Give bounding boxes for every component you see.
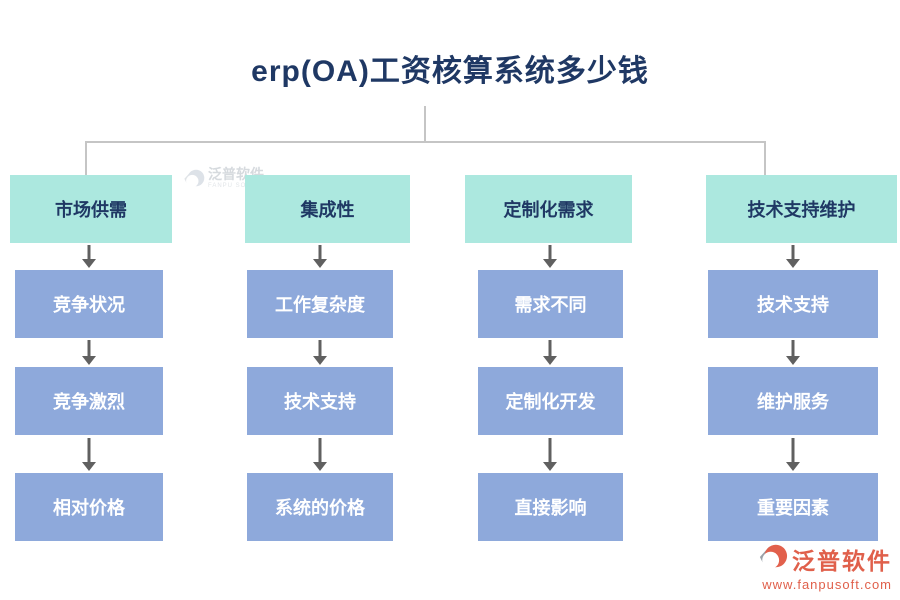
flow-arrow-icon <box>543 245 557 268</box>
node-item: 技术支持 <box>708 270 878 338</box>
node-item: 定制化开发 <box>478 367 623 435</box>
flow-arrow-icon <box>82 340 96 365</box>
flow-arrow-icon <box>82 245 96 268</box>
flow-arrow-icon <box>313 438 327 471</box>
flow-arrow-icon <box>543 438 557 471</box>
watermark-subtext: FANPU SOFTWARE <box>208 183 278 189</box>
node-item: 相对价格 <box>15 473 163 541</box>
flow-arrow-icon <box>82 438 96 471</box>
connector-line <box>85 142 87 175</box>
node-header-tech-support: 技术支持维护 <box>706 175 897 243</box>
connector-line <box>85 141 766 143</box>
footer-brand: 泛普软件 www.fanpusoft.com <box>758 541 892 592</box>
node-item: 需求不同 <box>478 270 623 338</box>
page-title: erp(OA)工资核算系统多少钱 <box>251 55 649 88</box>
footer-brand-url: www.fanpusoft.com <box>762 577 892 592</box>
connector-line <box>764 142 766 175</box>
node-item: 竞争激烈 <box>15 367 163 435</box>
flow-arrow-icon <box>543 340 557 365</box>
node-header-integration: 集成性 <box>245 175 410 243</box>
node-item: 重要因素 <box>708 473 878 541</box>
footer-brand-name: 泛普软件 <box>792 547 892 574</box>
watermark-logo-icon <box>183 167 205 194</box>
node-item: 维护服务 <box>708 367 878 435</box>
node-item: 系统的价格 <box>247 473 393 541</box>
footer-logo-icon <box>758 541 788 576</box>
flow-arrow-icon <box>786 340 800 365</box>
flow-arrow-icon <box>786 245 800 268</box>
node-item: 技术支持 <box>247 367 393 435</box>
node-item: 直接影响 <box>478 473 623 541</box>
node-header-customization: 定制化需求 <box>465 175 632 243</box>
node-item: 工作复杂度 <box>247 270 393 338</box>
flow-arrow-icon <box>313 245 327 268</box>
node-header-market-supply: 市场供需 <box>10 175 172 243</box>
flow-arrow-icon <box>313 340 327 365</box>
flow-arrow-icon <box>786 438 800 471</box>
node-item: 竞争状况 <box>15 270 163 338</box>
connector-line <box>424 106 426 142</box>
